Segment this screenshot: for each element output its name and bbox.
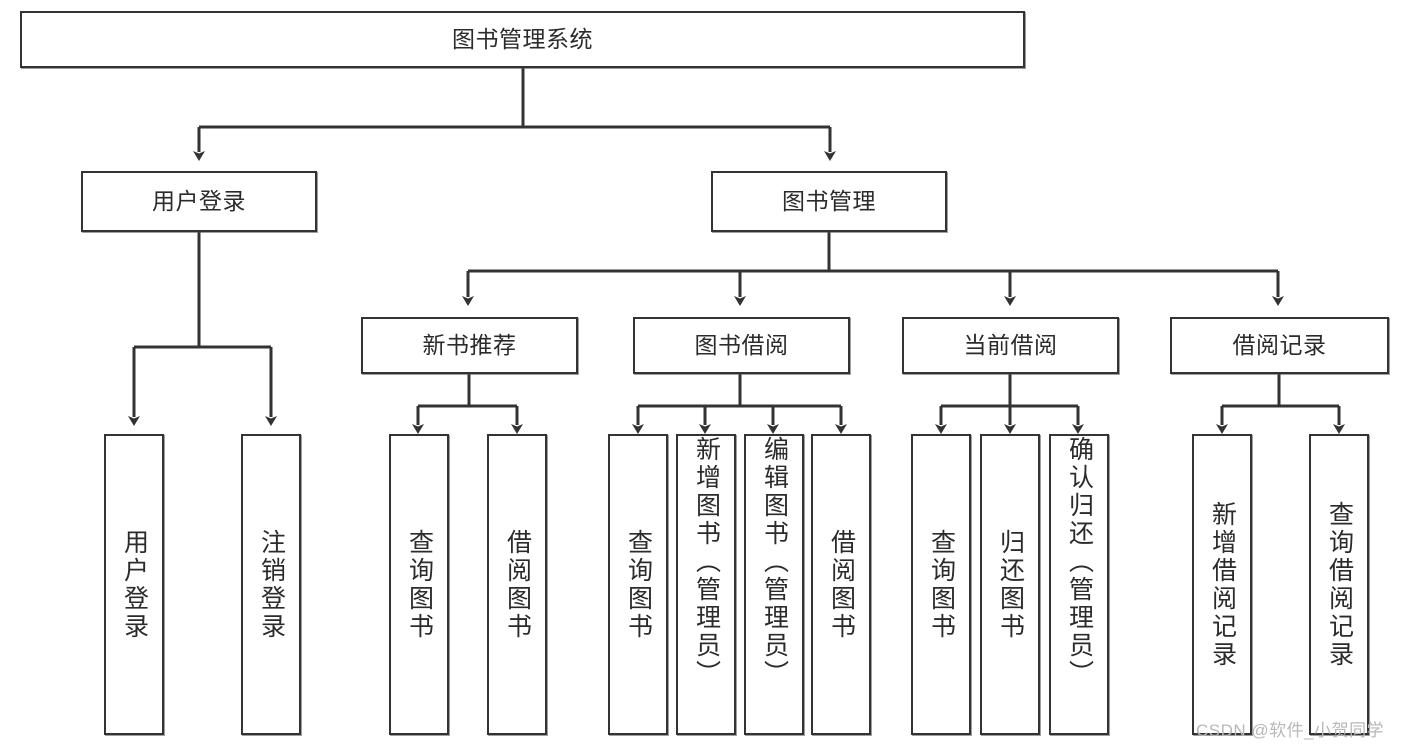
node-label: 查询借阅记录 — [1325, 500, 1354, 669]
node-label: 归还图书 — [996, 528, 1025, 641]
node-label: 用户登录 — [120, 528, 149, 641]
node-user-login[interactable]: 用户登录 — [81, 171, 317, 232]
node-borrow-records[interactable]: 借阅记录 — [1170, 317, 1389, 374]
leaf-confirm-return-admin[interactable]: 确认归还（管理员） — [1049, 434, 1109, 735]
node-label: 用户登录 — [152, 187, 246, 214]
node-label: 当前借阅 — [963, 331, 1058, 358]
node-label: 借阅图书 — [827, 528, 856, 641]
node-label: 借阅记录 — [1232, 331, 1327, 358]
node-new-book-recommend[interactable]: 新书推荐 — [361, 317, 578, 374]
node-book-management[interactable]: 图书管理 — [711, 171, 947, 232]
leaf-borrow-book-recommend[interactable]: 借阅图书 — [487, 434, 547, 735]
leaf-query-book-borrow[interactable]: 查询图书 — [608, 434, 668, 735]
csdn-watermark: CSDN @软件_小贺同学 — [1196, 721, 1385, 740]
leaf-query-borrow-record[interactable]: 查询借阅记录 — [1309, 434, 1369, 735]
leaf-add-borrow-record[interactable]: 新增借阅记录 — [1192, 434, 1252, 735]
leaf-logout[interactable]: 注销登录 — [241, 434, 301, 735]
node-root-system[interactable]: 图书管理系统 — [20, 11, 1025, 68]
leaf-return-book[interactable]: 归还图书 — [980, 434, 1040, 735]
node-label: 新增借阅记录 — [1208, 500, 1237, 669]
leaf-user-login[interactable]: 用户登录 — [104, 434, 164, 735]
node-current-borrow[interactable]: 当前借阅 — [902, 317, 1119, 374]
node-label: 新书推荐 — [422, 331, 517, 358]
node-label: 确认归还（管理员） — [1065, 436, 1094, 688]
leaf-edit-book-admin[interactable]: 编辑图书（管理员） — [744, 434, 804, 735]
node-label: 编辑图书（管理员） — [760, 436, 789, 688]
node-label: 查询图书 — [624, 528, 653, 641]
node-label: 新增图书（管理员） — [692, 436, 721, 688]
node-label: 图书管理 — [782, 187, 876, 214]
node-label: 图书借阅 — [694, 331, 789, 358]
leaf-query-book-current[interactable]: 查询图书 — [911, 434, 971, 735]
leaf-add-book-admin[interactable]: 新增图书（管理员） — [676, 434, 736, 735]
node-label: 查询图书 — [405, 528, 434, 641]
node-label: 图书管理系统 — [452, 25, 593, 52]
leaf-query-book-recommend[interactable]: 查询图书 — [389, 434, 449, 735]
leaf-borrow-book[interactable]: 借阅图书 — [811, 434, 871, 735]
node-label: 借阅图书 — [503, 528, 532, 641]
node-book-borrow[interactable]: 图书借阅 — [633, 317, 850, 374]
node-label: 查询图书 — [927, 528, 956, 641]
node-label: 注销登录 — [257, 528, 286, 641]
